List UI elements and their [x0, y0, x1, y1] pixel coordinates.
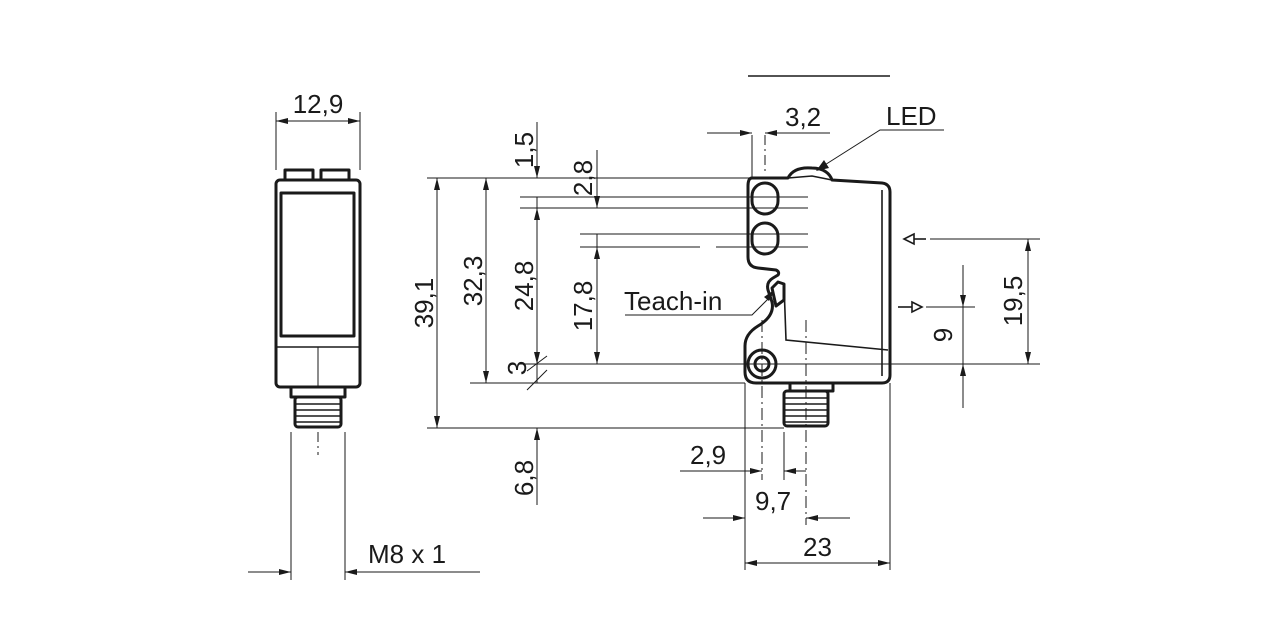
receiver-lens — [750, 221, 780, 256]
receiver-arrow-icon — [898, 300, 924, 314]
led-leader — [819, 129, 944, 169]
dim-top-offset: 1,5 — [509, 132, 539, 168]
dim-total-depth: 23 — [803, 532, 832, 562]
led-label: LED — [886, 101, 937, 131]
dim-total-height: 39,1 — [409, 278, 439, 329]
dim-lens-offset: 3,2 — [785, 102, 821, 132]
dim-hole-offset: 3 — [502, 361, 532, 375]
side-connector — [782, 383, 835, 428]
dim-led-to-hole: 24,8 — [509, 261, 539, 312]
dim-lens-pitch: 2,8 — [568, 160, 598, 196]
dim-connector-offset: 2,9 — [690, 440, 726, 470]
dim-emitter-height: 19,5 — [998, 276, 1028, 327]
thread-label: M8 x 1 — [368, 539, 446, 569]
dim-receiver-height: 9 — [928, 328, 958, 342]
emitter-arrow-icon — [902, 232, 926, 246]
front-lens-window — [279, 191, 356, 338]
teach-in-leader — [625, 294, 773, 316]
dim-teach-to-hole: 17,8 — [568, 281, 598, 332]
front-connector — [289, 385, 347, 429]
front-width-label: 12,9 — [293, 89, 344, 119]
emitter-lens — [750, 181, 780, 216]
teach-in-button — [770, 280, 786, 308]
led-window — [787, 175, 833, 181]
front-view: 12,9 M8 x 1 — [248, 89, 480, 580]
dim-connector-length: 6,8 — [509, 460, 539, 496]
side-view: 39,1 32,3 1,5 24,8 3 6,8 2,8 17,8 Teach-… — [409, 75, 1040, 570]
dim-housing-height: 32,3 — [458, 256, 488, 307]
dim-connector-center: 9,7 — [755, 486, 791, 516]
teach-in-label: Teach-in — [624, 286, 722, 316]
